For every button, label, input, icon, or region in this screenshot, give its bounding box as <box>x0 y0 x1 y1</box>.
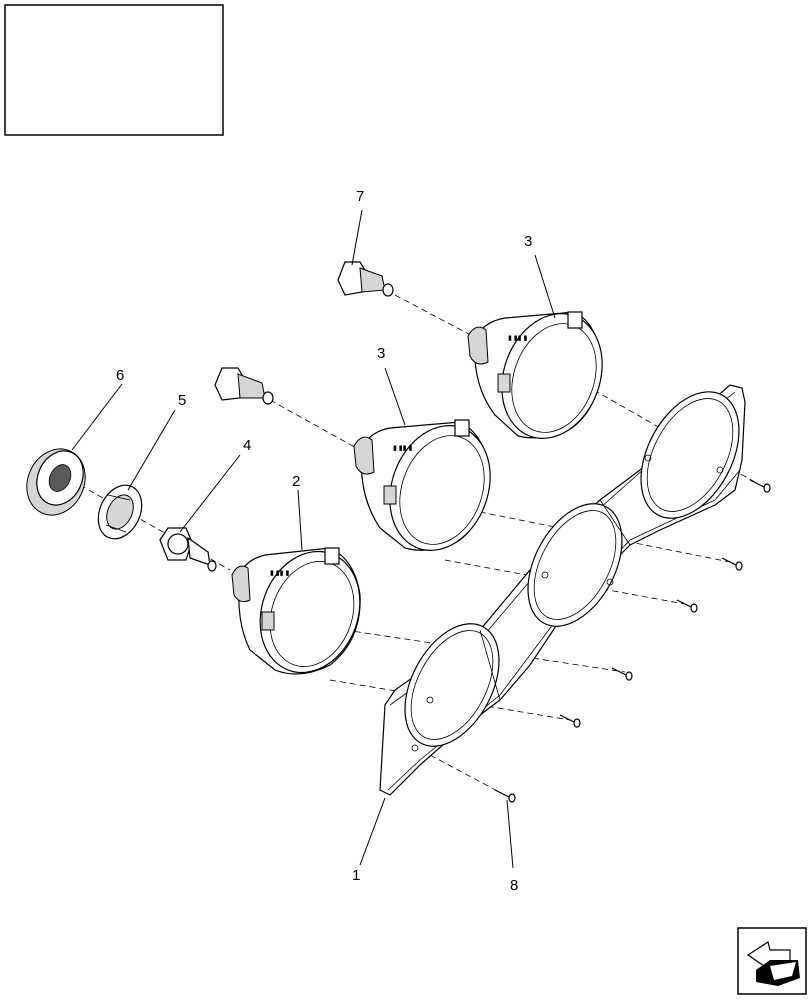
bulb-h7 <box>159 527 217 572</box>
screw <box>676 599 698 613</box>
callout-8: 8 <box>510 877 518 894</box>
callout-3-middle: 3 <box>377 345 385 362</box>
svg-text:▮ ▮▮ ▮: ▮ ▮▮ ▮ <box>393 445 412 452</box>
callout-4: 4 <box>243 437 251 454</box>
screw <box>721 557 743 571</box>
callout-2: 2 <box>292 473 300 490</box>
screw <box>494 789 516 803</box>
callout-1: 1 <box>352 867 360 884</box>
callout-3-upper: 3 <box>524 233 532 250</box>
next-page-arrow-icon[interactable] <box>737 927 807 995</box>
screws <box>494 479 771 803</box>
screw <box>559 714 581 728</box>
lamp-upper: ▮ ▮▮ ▮ <box>467 311 603 439</box>
lamp-middle: ▮ ▮▮ ▮ <box>353 419 491 551</box>
title-block <box>4 4 224 136</box>
callout-6: 6 <box>116 367 124 384</box>
dust-cap <box>26 448 86 516</box>
callout-7: 7 <box>356 188 364 205</box>
svg-text:▮ ▮▮ ▮: ▮ ▮▮ ▮ <box>508 335 527 342</box>
callout-5: 5 <box>178 392 186 409</box>
leader-lines <box>71 209 556 869</box>
svg-text:▮ ▮▮ ▮: ▮ ▮▮ ▮ <box>270 570 289 577</box>
retainer-ring <box>97 484 143 540</box>
bulb-upper <box>337 261 394 297</box>
screw <box>749 479 771 493</box>
bulb-middle <box>214 367 274 405</box>
mounting-frame <box>379 384 746 796</box>
lamp-lower: ▮ ▮▮ ▮ <box>231 547 361 675</box>
callout-labels: 7 3 3 6 5 4 2 1 8 <box>116 188 532 894</box>
screw <box>611 667 633 681</box>
